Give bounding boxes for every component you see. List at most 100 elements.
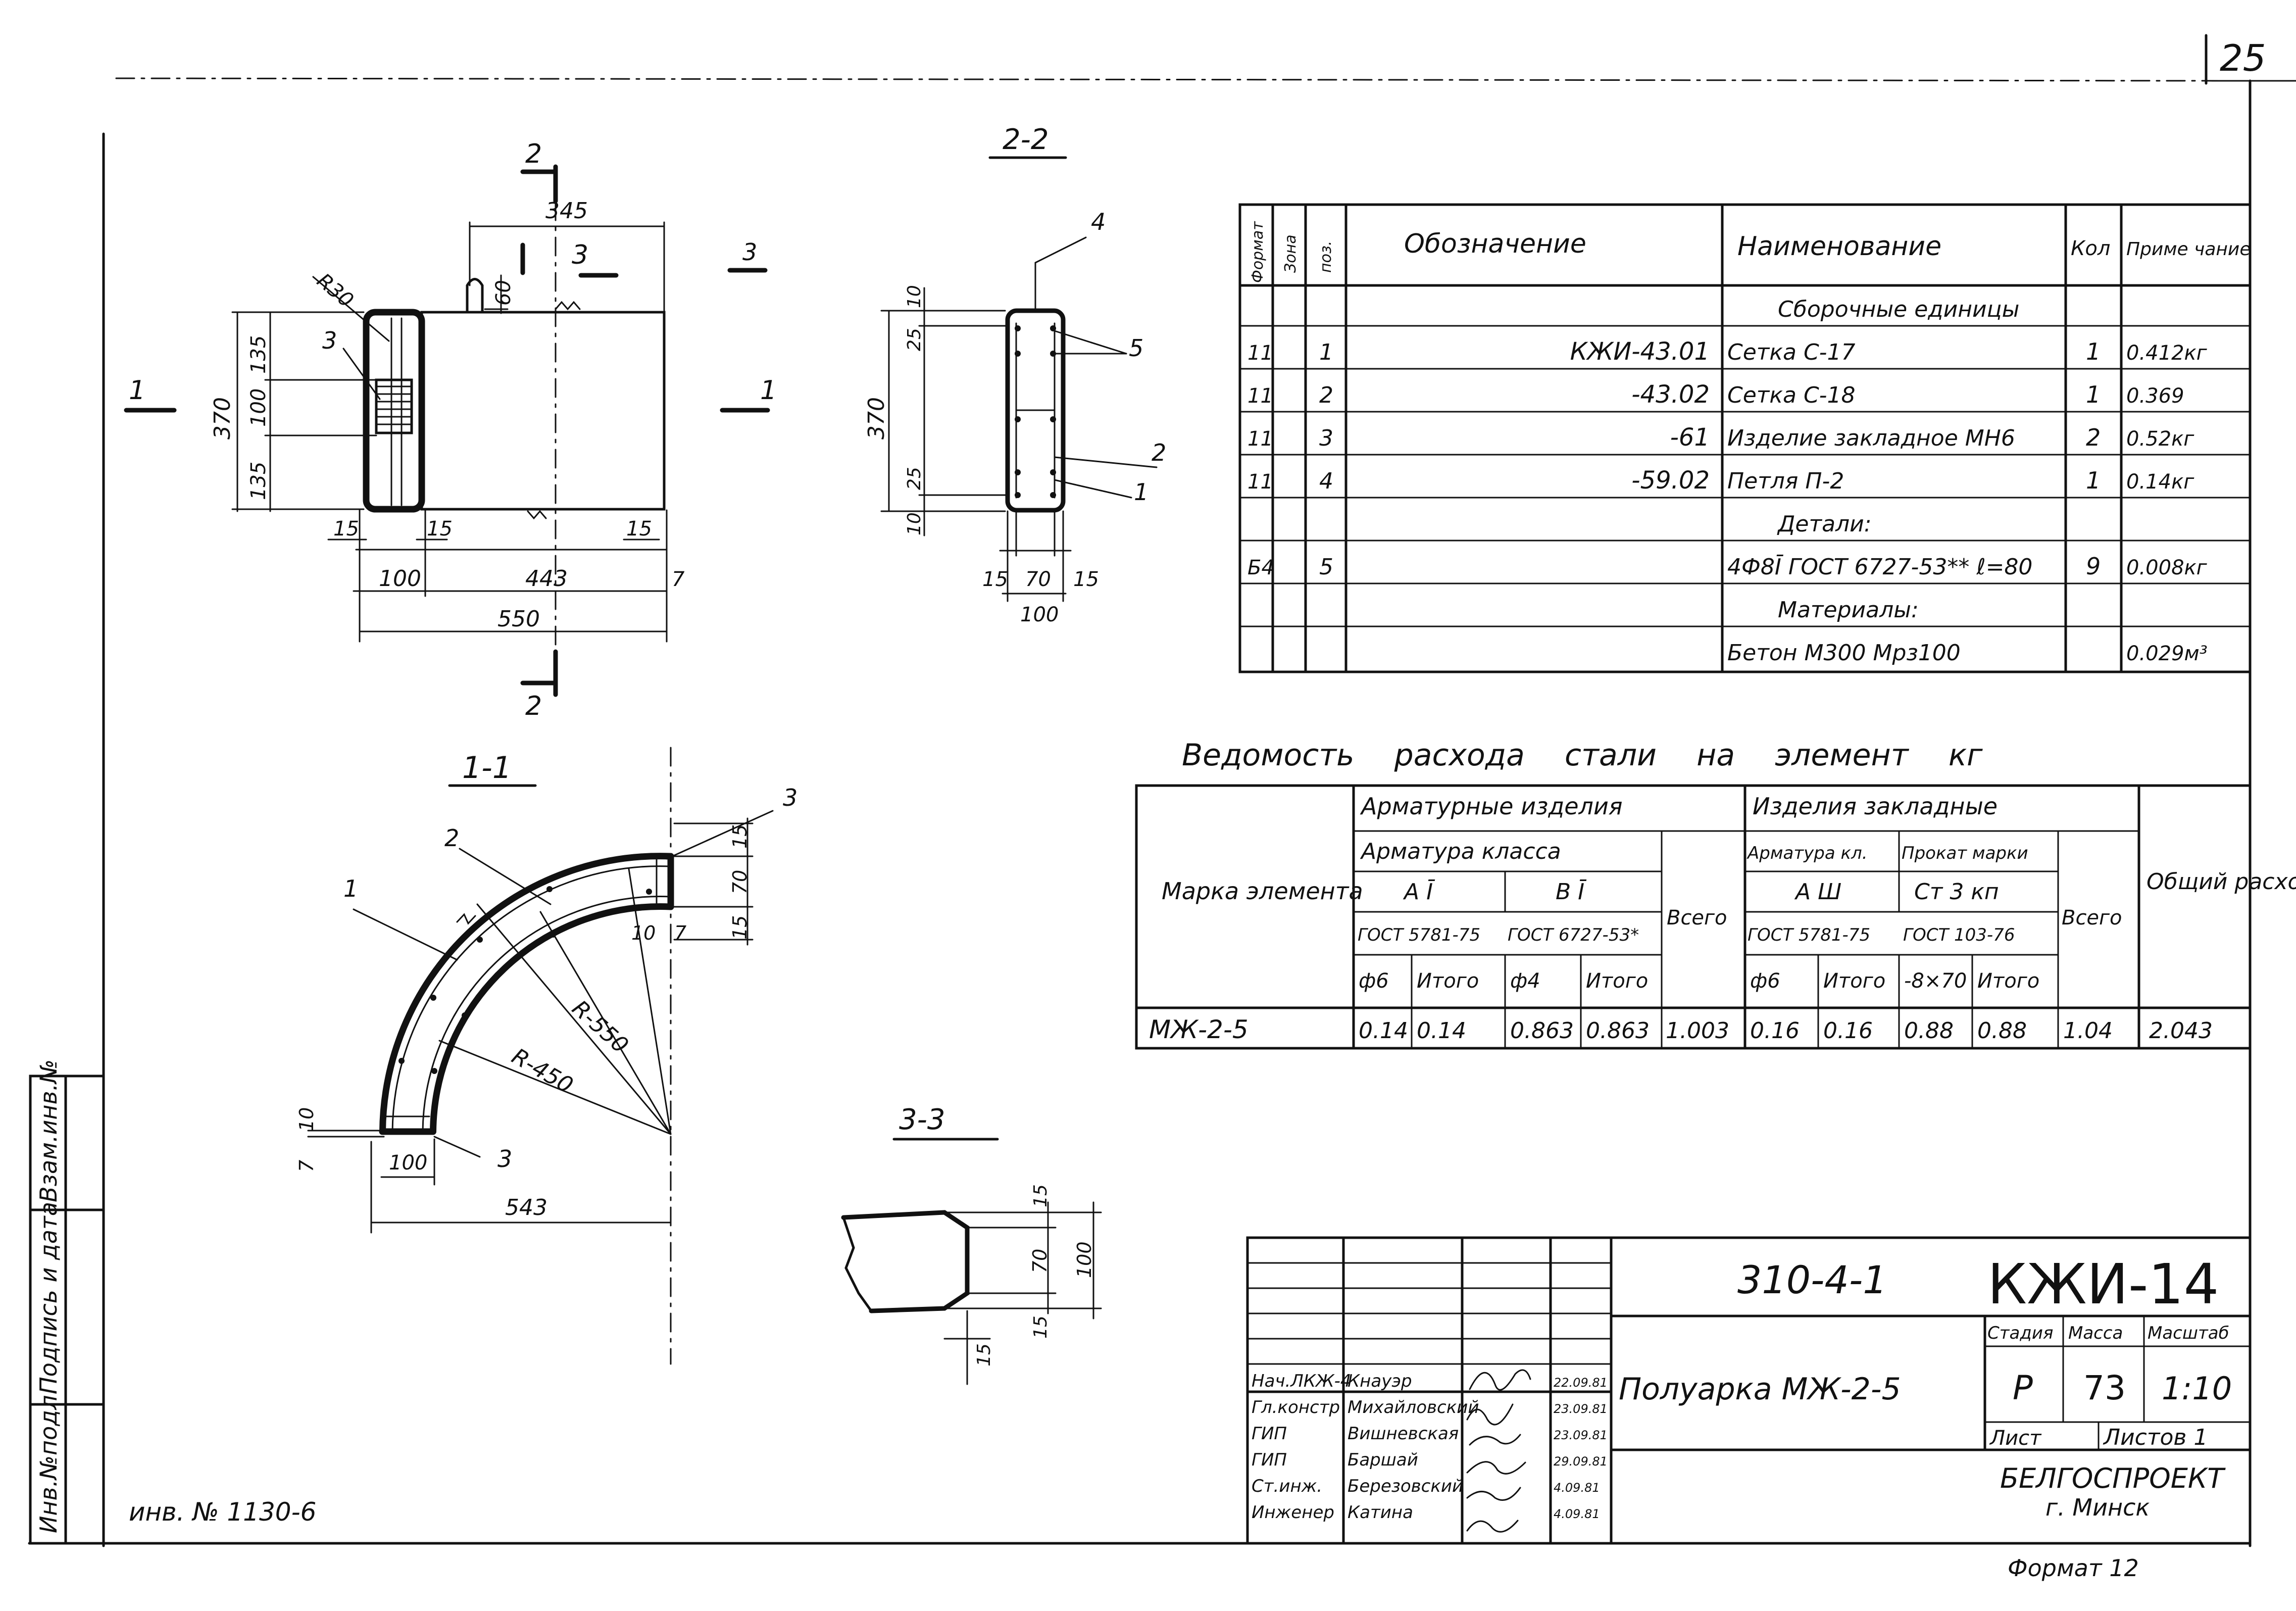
cut-mark-2-bottom: 2: [525, 691, 542, 721]
person-date: 23.09.81: [1554, 1428, 1608, 1442]
dim-15a: 15: [333, 517, 359, 541]
person-date: 4.09.81: [1554, 1481, 1600, 1495]
dim-100-s33: 100: [1073, 1241, 1095, 1278]
steel-mark-header: Марка элемента: [1162, 877, 1363, 905]
cut-mark-1-left: 1: [129, 375, 145, 406]
steel-subcol: Итого: [1977, 969, 2039, 993]
spec-name: Изделие закладное МН6: [1727, 425, 2015, 451]
dim-370-s22: 370: [864, 397, 889, 440]
cut-mark-1-right: 1: [760, 375, 777, 406]
dim-15-right: 15: [1073, 568, 1099, 591]
dim-443: 443: [525, 566, 568, 592]
spec-qty: 1: [2086, 338, 2101, 365]
dim-7-top: 7: [672, 568, 685, 591]
section-3-3: 3-3 15 70 100 15 15: [841, 1103, 1102, 1385]
dim-100-s22: 100: [1020, 603, 1059, 626]
hdr-zone: Зона: [1282, 234, 1300, 273]
person-date: 22.09.81: [1554, 1376, 1608, 1390]
cut-mark-3-b: 3: [742, 238, 757, 266]
callout-3-top: 3: [322, 327, 337, 354]
signature-6: [1466, 1520, 1519, 1533]
person-name: Баршай: [1347, 1450, 1418, 1470]
specification-table: Формат Зона поз. Обозначение Наименовани…: [1238, 203, 2252, 673]
person-role: ГИП: [1252, 1424, 1287, 1444]
title-block: 310-4-1 КЖИ-14 Полуарка МЖ-2-5 Стадия Ма…: [1246, 1236, 2252, 1582]
spec-pos: 1: [1319, 339, 1333, 365]
steel-row-value: 1.003: [1666, 1018, 1729, 1044]
signature-1: [1469, 1369, 1531, 1391]
dim-15-s33b: 15: [1030, 1315, 1051, 1339]
callout-2-s11: 2: [444, 824, 459, 852]
spec-designation: -61: [1670, 423, 1710, 452]
dim-100-top: 100: [247, 388, 270, 427]
callout-3-s11: 3: [783, 784, 797, 811]
spec-name: Петля П-2: [1727, 468, 1844, 494]
person-name: Вишневская: [1347, 1424, 1459, 1444]
dim-550: 550: [497, 606, 540, 632]
spec-qty: 9: [2086, 553, 2101, 580]
sheet-label: Лист: [1989, 1427, 2042, 1450]
callout-1: 1: [1134, 478, 1149, 506]
cut-mark-3-a: 3: [572, 240, 588, 270]
signature-3: [1469, 1434, 1521, 1446]
sheets-label: Листов 1: [2103, 1425, 2208, 1450]
cut-mark-2-top: 2: [525, 139, 542, 169]
spec-name: Сетка С-18: [1727, 382, 1856, 408]
format-label: Формат 12: [2008, 1554, 2139, 1582]
person-name: Березовский: [1347, 1476, 1463, 1496]
steel-class-a3: А Ш: [1794, 879, 1841, 905]
spec-note: 0.369: [2126, 384, 2184, 408]
steel-reinf-class: Арматура класса: [1360, 839, 1561, 864]
signature-2: [1466, 1403, 1514, 1426]
steel-gost-a: ГОСТ 5781-75: [1358, 925, 1480, 945]
dim-15-left: 15: [982, 568, 1008, 591]
spec-pos: 5: [1319, 554, 1333, 580]
person-date: 4.09.81: [1554, 1507, 1600, 1521]
spec-name: Сборочные единицы: [1778, 297, 2019, 322]
dim-100-s11: 100: [389, 1151, 427, 1175]
spec-name: Детали:: [1777, 511, 1872, 537]
person-role: Ст.инж.: [1252, 1476, 1322, 1496]
steel-row-value: 0.863: [1510, 1018, 1574, 1044]
series-code: 310-4-1: [1737, 1257, 1887, 1302]
dim-370-top: 370: [210, 397, 235, 440]
spec-name: 4Ф8Ī ГОСТ 6727-53** ℓ=80: [1727, 554, 2032, 580]
steel-gost-d: ГОСТ 103-76: [1903, 925, 2015, 945]
steel-subcol: ф6: [1359, 969, 1389, 993]
spec-qty: 1: [2086, 467, 2101, 494]
dim-70-s22: 70: [1025, 568, 1051, 591]
person-name: Михайловский: [1347, 1397, 1479, 1418]
steel-row-value: 1.04: [2063, 1018, 2113, 1044]
hdr-pos: поз.: [1317, 241, 1335, 273]
spec-pos: 4: [1319, 468, 1333, 494]
dim-135b: 135: [247, 462, 270, 500]
spec-name: Материалы:: [1778, 597, 1919, 623]
top-view: 1 1 2 2 3 3 345 60 R30 3 370 135 100 135…: [124, 139, 777, 721]
dim-345: 345: [545, 198, 588, 224]
dim-70-s33: 70: [1029, 1249, 1051, 1273]
steel-subcol: Итого: [1586, 969, 1648, 993]
steel-row-value: 0.88: [1904, 1018, 1954, 1044]
organization: БЕЛГОСПРОЕКТ: [2000, 1462, 2226, 1494]
spec-format: 11: [1247, 470, 1273, 494]
stamp-signature-date: Подпись и дата: [35, 1202, 62, 1394]
person-role: Инженер: [1252, 1502, 1334, 1523]
dim-25-top: 25: [904, 328, 925, 351]
steel-total2: Всего: [2062, 906, 2122, 930]
spec-note: 0.412кг: [2126, 341, 2208, 365]
stage-value: Р: [2013, 1369, 2033, 1407]
steel-row-value: 0.863: [1586, 1018, 1650, 1044]
dim-25-bottom: 25: [904, 467, 925, 490]
mass-value: 73: [2083, 1369, 2126, 1407]
spec-format: Б4: [1247, 556, 1274, 579]
hdr-format: Формат: [1249, 221, 1267, 283]
label-r450: R-450: [508, 1043, 577, 1098]
steel-row-value: 0.88: [1977, 1018, 2027, 1044]
person-date: 29.09.81: [1554, 1454, 1608, 1469]
callout-5: 5: [1129, 334, 1143, 362]
city: г. Минск: [2045, 1494, 2150, 1521]
dim-543: 543: [505, 1195, 547, 1221]
person-name: Катина: [1347, 1502, 1413, 1523]
dim-15-s11a: 15: [729, 824, 751, 849]
